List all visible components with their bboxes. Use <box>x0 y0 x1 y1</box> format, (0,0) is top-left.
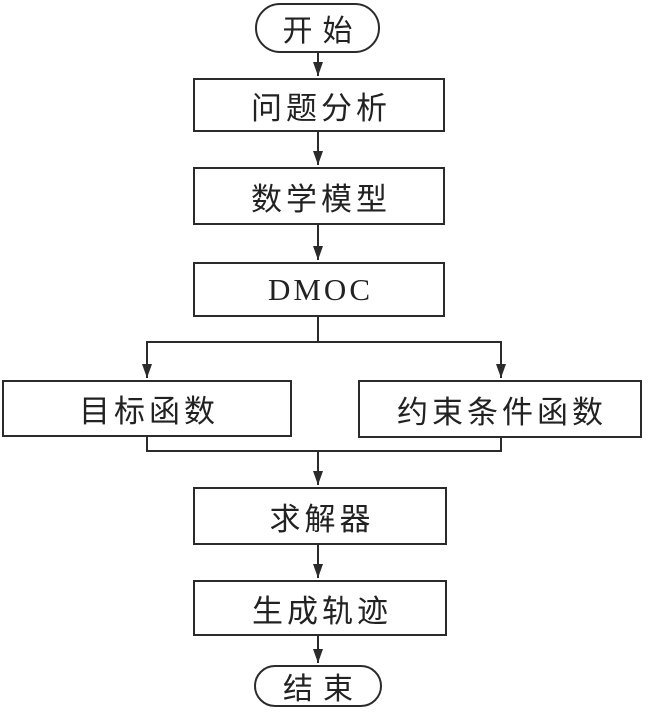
node-constraint-function-label: 约束条件函数 <box>397 394 607 430</box>
node-generate-trajectory: 生成轨迹 <box>193 580 447 636</box>
node-constraint-function: 约束条件函数 <box>358 380 642 438</box>
node-generate-trajectory-label: 生成轨迹 <box>252 593 392 629</box>
node-problem-analysis-label: 问题分析 <box>251 90 391 126</box>
node-objective-function: 目标函数 <box>2 380 292 437</box>
node-start: 开始 <box>255 3 380 53</box>
node-start-label: 开始 <box>282 15 363 48</box>
node-end: 结束 <box>254 665 382 707</box>
node-problem-analysis: 问题分析 <box>193 78 445 132</box>
node-end-label: 结束 <box>283 673 363 706</box>
node-dmoc: DMOC <box>193 262 445 317</box>
node-dmoc-label: DMOC <box>267 271 373 307</box>
node-math-model-label: 数学模型 <box>251 181 391 217</box>
node-solver: 求解器 <box>193 487 447 545</box>
node-solver-label: 求解器 <box>269 501 375 537</box>
node-math-model: 数学模型 <box>193 167 445 225</box>
node-objective-function-label: 目标函数 <box>79 394 219 429</box>
